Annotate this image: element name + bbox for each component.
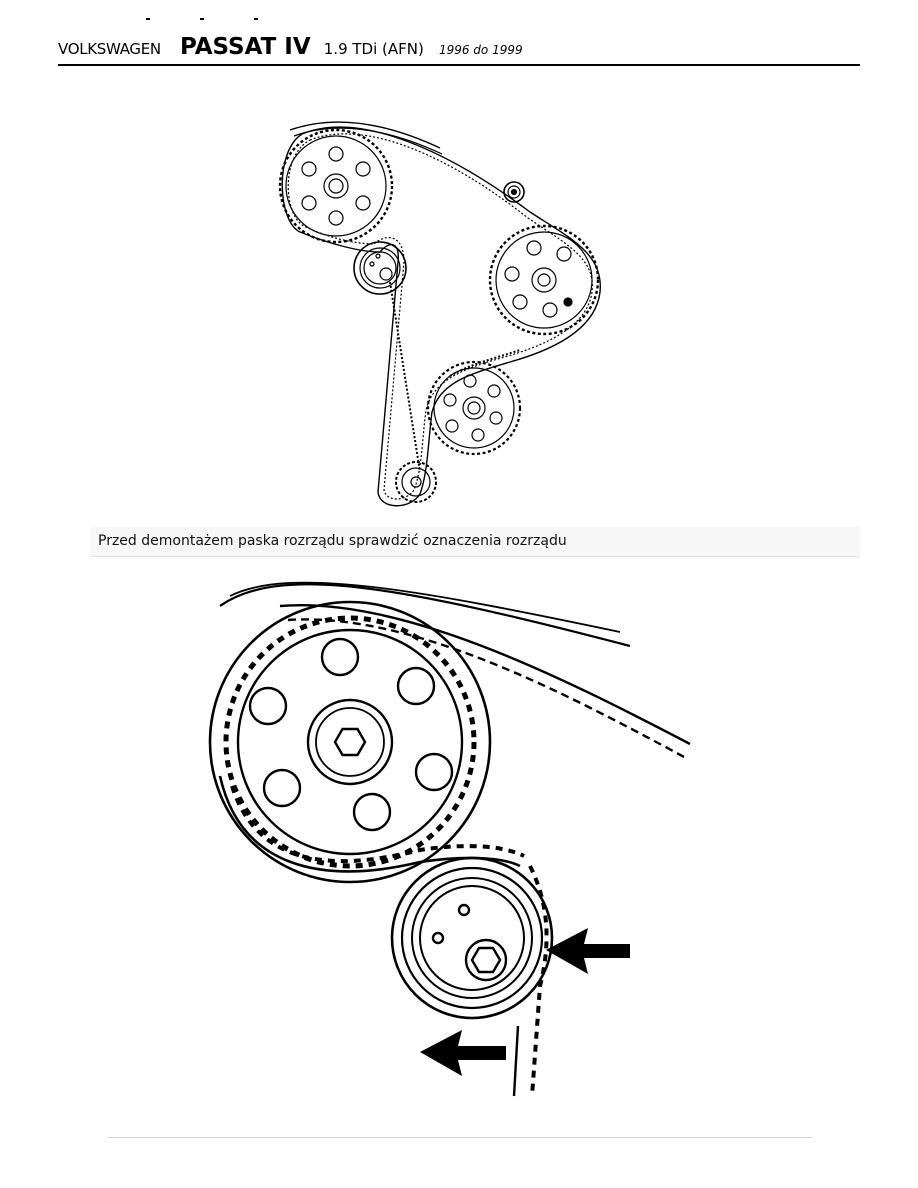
footer-rule [108, 1137, 812, 1138]
vehicle-make: VOLKSWAGEN [58, 40, 161, 58]
arrow-icon [420, 928, 630, 1076]
vehicle-model: PASSAT IV [179, 34, 311, 60]
vehicle-years: 1996 do 1999 [438, 43, 523, 57]
timing-belt-diagram-icon [270, 112, 616, 516]
caption-band: Przed demontażem paska rozrządu sprawdzi… [90, 527, 860, 557]
figure-caption: Przed demontażem paska rozrządu sprawdzi… [98, 533, 567, 549]
page-header: VOLKSWAGEN PASSAT IV 1.9 TDi (AFN) 1996 … [58, 18, 860, 66]
vehicle-engine: 1.9 TDi (AFN) [323, 40, 424, 58]
header-title: VOLKSWAGEN PASSAT IV 1.9 TDi (AFN) 1996 … [58, 34, 523, 60]
timing-belt-detail-icon [200, 566, 700, 1106]
